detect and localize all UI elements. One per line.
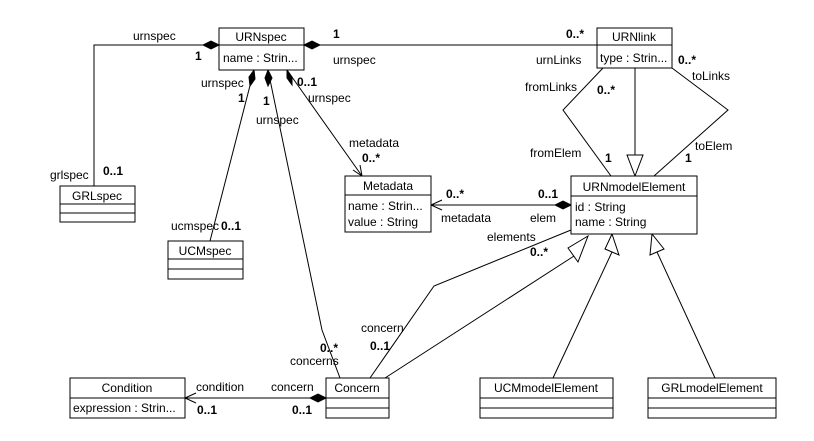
label-urnspec-ucm-mult: 1	[238, 91, 245, 105]
attr-condition-expression: expression : Strin...	[73, 401, 176, 415]
edge-urnspec-concern	[267, 69, 341, 379]
label-metadata-role-right: metadata	[441, 211, 491, 225]
composition-diamond-urnspec-metadata	[286, 68, 293, 87]
label-tolinks-mult: 0..*	[678, 53, 696, 67]
edge-urnlink-toelem	[653, 67, 729, 177]
generalization-triangle-concern	[567, 234, 589, 264]
label-ucmspec-role: ucmspec	[171, 219, 219, 233]
class-ucmmodelelement[interactable]: UCMmodelElement	[479, 377, 614, 419]
generalization-triangle-urnlink	[626, 154, 644, 178]
label-concern-role-mid: concern	[361, 321, 404, 335]
label-urnspec-ucm-role: urnspec	[201, 76, 244, 90]
attr-metadata-name: name : Strin...	[348, 199, 423, 213]
class-name-metadata: Metadata	[363, 179, 413, 193]
generalization-triangle-ucmmodelelement	[604, 232, 620, 256]
class-name-concern: Concern	[334, 381, 379, 395]
class-name-ucmspec: UCMspec	[179, 244, 232, 258]
label-metadata-mult-top: 0..*	[362, 151, 380, 165]
edge-urnspec-metadata	[286, 69, 363, 177]
composition-diamond-concern-condition	[308, 393, 328, 403]
edge-urnspec-ucmspec	[209, 69, 255, 242]
label-elem-mult: 0..1	[538, 187, 558, 201]
class-grlspec[interactable]: GRLspec	[59, 185, 136, 223]
label-urnspec-meta-role: urnspec	[308, 91, 351, 105]
class-name-grlmodelelement: GRLmodelElement	[661, 381, 763, 395]
generalization-triangle-grlmodelelement	[649, 232, 665, 256]
composition-diamond-elem-metadata	[553, 200, 573, 210]
label-concern-role-bottom: concern	[271, 380, 314, 394]
composition-diamond-urnspec-ucmspec	[248, 68, 256, 88]
label-elements-mult: 0..*	[530, 245, 548, 259]
class-metadata[interactable]: Metadata name : Strin... value : String	[344, 175, 432, 233]
label-condition-role: condition	[196, 380, 244, 394]
class-ucmspec[interactable]: UCMspec	[167, 240, 244, 280]
class-urnlink[interactable]: URNlink type : Strin...	[596, 27, 673, 69]
label-metadata-mult-right: 0..*	[446, 187, 464, 201]
composition-diamond-urnspec-concern	[264, 68, 273, 88]
label-urnspec-link-role: urnspec	[333, 53, 376, 67]
label-condition-mult: 0..1	[197, 403, 217, 417]
label-metadata-role-top: metadata	[349, 136, 399, 150]
label-fromlinks-mult: 0..*	[597, 83, 615, 97]
label-toelem-role: toElem	[695, 139, 732, 153]
composition-diamond-urnspec-urnlink	[302, 40, 322, 50]
edge-urnspec-grlspec	[93, 44, 219, 186]
label-toelem-mult: 1	[685, 151, 692, 165]
attr-urnspec-name: name : Strin...	[223, 51, 298, 65]
attr-urnlink-type: type : Strin...	[600, 51, 667, 65]
label-urnspec-concern-mult: 1	[263, 94, 270, 108]
edge-concern-generalization	[384, 255, 575, 379]
class-name-grlspec: GRLspec	[72, 189, 122, 203]
label-elements-role: elements	[487, 230, 536, 244]
label-concerns-mult: 0..*	[320, 341, 338, 355]
label-concern-mult-bottom: 0..1	[292, 403, 312, 417]
label-urnspec-link-mult: 1	[333, 27, 340, 41]
class-name-urnmodelelement: URNmodelElement	[583, 180, 686, 194]
label-urnlinks-role: urnLinks	[536, 53, 581, 67]
label-concerns-role: concerns	[290, 354, 339, 368]
label-urnspec-grl-mult: 1	[195, 49, 202, 63]
label-urnspec-grl-role: urnspec	[133, 29, 176, 43]
label-urnspec-concern-role: urnspec	[256, 113, 299, 127]
attr-metadata-value: value : String	[348, 215, 418, 229]
edge-elements-concern	[369, 229, 572, 379]
attr-urnmodelelement-id: id : String	[575, 200, 626, 214]
label-concern-mult-mid: 0..1	[370, 339, 390, 353]
class-name-urnlink: URNlink	[612, 30, 657, 44]
attr-urnmodelelement-name: name : String	[575, 215, 646, 229]
edge-urnlink-fromelem	[562, 67, 612, 177]
label-fromlinks-role: fromLinks	[525, 80, 577, 94]
class-name-condition: Condition	[102, 381, 153, 395]
label-grlspec-mult: 0..1	[103, 164, 123, 178]
class-urnmodelelement[interactable]: URNmodelElement id : String name : Strin…	[570, 175, 698, 235]
label-tolinks-role: toLinks	[692, 69, 730, 83]
edge-grlmodelelement-generalization	[656, 251, 716, 379]
label-urnspec-meta-mult: 0..1	[297, 75, 317, 89]
class-concern[interactable]: Concern	[325, 377, 390, 419]
label-ucmspec-mult: 0..1	[221, 219, 241, 233]
label-fromelem-role: fromElem	[530, 146, 581, 160]
label-urnlinks-mult: 0..*	[566, 27, 584, 41]
edge-ucmmodelelement-generalization	[552, 251, 613, 379]
class-grlmodelelement[interactable]: GRLmodelElement	[647, 377, 777, 419]
class-name-ucmmodelelement: UCMmodelElement	[494, 381, 599, 395]
label-grlspec-role: grlspec	[50, 168, 89, 182]
class-name-urnspec: URNspec	[235, 30, 286, 44]
class-condition[interactable]: Condition expression : Strin...	[69, 377, 186, 419]
label-elem-role: elem	[530, 211, 556, 225]
class-urnspec[interactable]: URNspec name : Strin...	[218, 27, 305, 71]
composition-diamond-urnspec-grlspec	[201, 40, 221, 50]
label-fromelem-mult: 1	[605, 151, 612, 165]
